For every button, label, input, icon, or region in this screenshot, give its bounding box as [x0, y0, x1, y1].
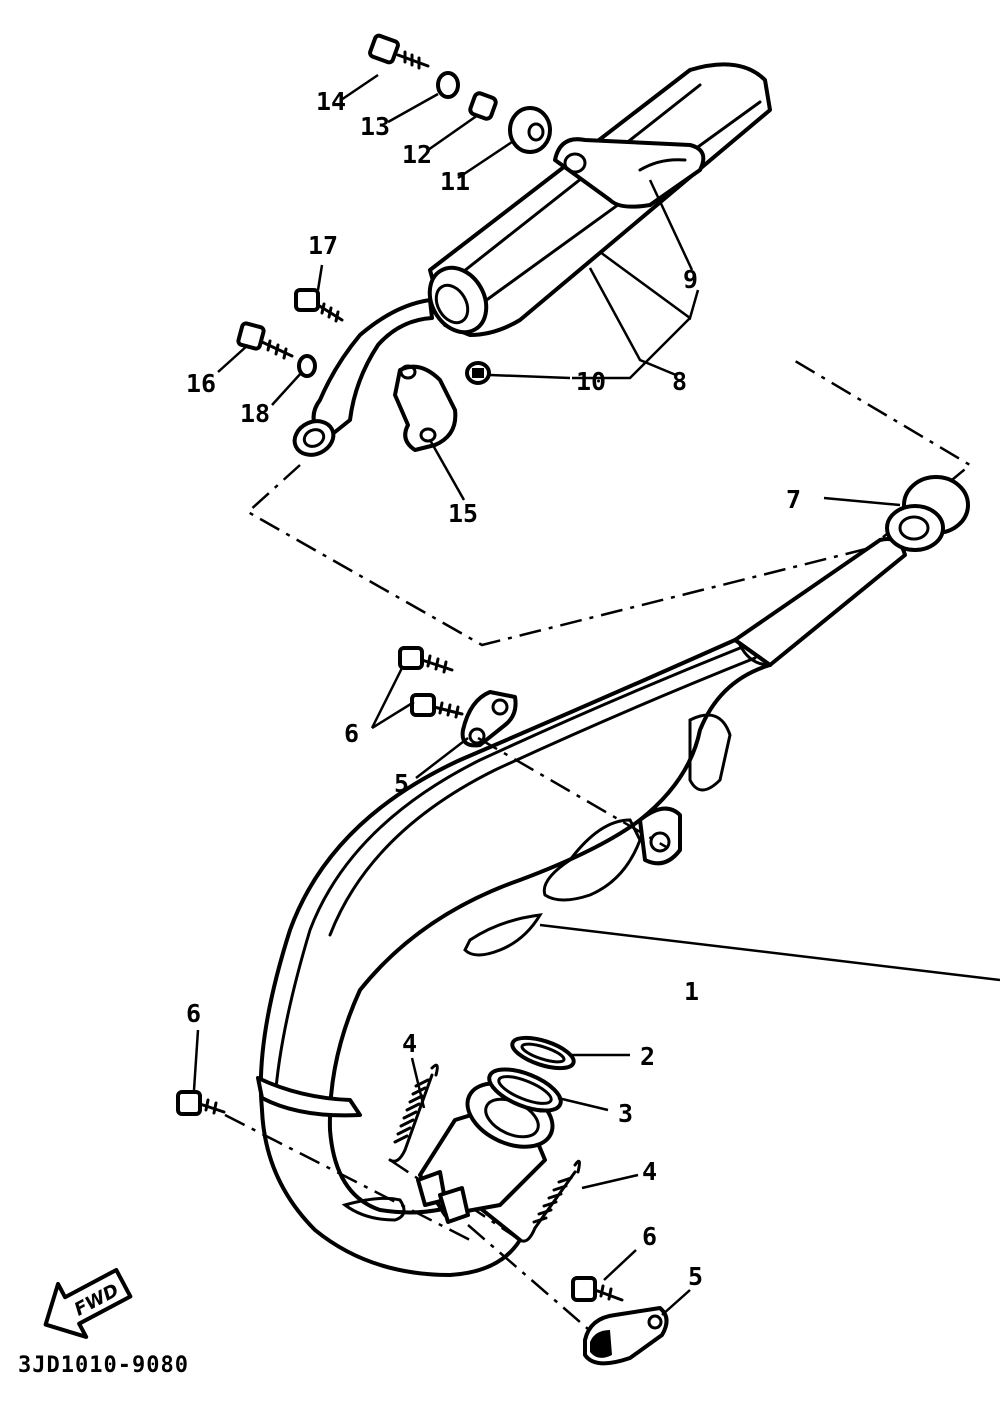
bracket-5-upper — [460, 690, 518, 748]
bolt-6-lower — [571, 1276, 624, 1302]
callout-1: 1 — [684, 977, 699, 1006]
bolt-6-upper-b — [410, 693, 464, 719]
chamber-cutout-middle — [542, 818, 642, 902]
silencer-pipe-end — [292, 419, 336, 457]
chamber-cutout-lower — [463, 913, 543, 957]
callout-18: 18 — [240, 399, 270, 428]
callout-15: 15 — [448, 499, 478, 528]
leader-lines — [192, 73, 1000, 1316]
silencer-body — [428, 62, 772, 337]
callout-6-upper: 6 — [344, 719, 359, 748]
callout-2: 2 — [640, 1042, 655, 1071]
bolt-16 — [236, 321, 294, 360]
callout-7: 7 — [786, 485, 801, 514]
callout-16: 16 — [186, 369, 216, 398]
bracket-5-lower — [583, 1306, 669, 1366]
diagram-code: 3JD1010-9080 — [18, 1353, 189, 1378]
gasket-3 — [487, 1067, 563, 1113]
tail-pipe — [733, 537, 907, 667]
spring-4-left — [388, 1063, 439, 1163]
grommet-11 — [508, 106, 552, 154]
bolt-17 — [294, 288, 344, 323]
nut-10 — [465, 361, 491, 385]
callout-6-lower: 6 — [642, 1222, 657, 1251]
chamber-mount-tab — [638, 806, 682, 866]
callout-13: 13 — [360, 112, 390, 141]
forward-arrow-icon: FWD — [43, 1267, 133, 1339]
callout-17: 17 — [308, 231, 338, 260]
washer-13 — [436, 71, 460, 99]
callout-6-left: 6 — [186, 999, 201, 1028]
callout-8: 8 — [672, 367, 687, 396]
bolt-6-upper-a — [398, 646, 454, 674]
callout-labels: 14 13 12 11 9 10 8 17 16 18 15 7 6 5 1 2… — [186, 87, 801, 1291]
callout-12: 12 — [402, 140, 432, 169]
callout-9: 9 — [683, 265, 698, 294]
callout-4-left: 4 — [402, 1029, 417, 1058]
silencer-assembly — [236, 33, 772, 457]
callout-14: 14 — [316, 87, 346, 116]
callout-11: 11 — [440, 167, 470, 196]
spring-4-right — [518, 1159, 581, 1243]
callout-3: 3 — [618, 1099, 633, 1128]
spring-hook-right — [438, 1186, 470, 1224]
bolt-6-left — [176, 1090, 226, 1116]
pipe-bracket — [393, 364, 458, 452]
chamber-cutout-upper — [688, 713, 732, 792]
callout-10: 10 — [576, 367, 606, 396]
assembly-outline — [245, 356, 973, 647]
chamber-weld-band — [256, 1076, 362, 1118]
callout-5-lower: 5 — [688, 1262, 703, 1291]
gasket-2 — [510, 1035, 576, 1071]
bolt-14 — [368, 33, 430, 70]
silencer-mount-tab — [553, 137, 706, 209]
grommet-7 — [885, 475, 970, 552]
expansion-chamber — [256, 475, 970, 1277]
washer-18 — [297, 354, 317, 378]
collar-12 — [468, 91, 498, 121]
callout-4-right: 4 — [642, 1157, 657, 1186]
callout-5-upper: 5 — [394, 769, 409, 798]
